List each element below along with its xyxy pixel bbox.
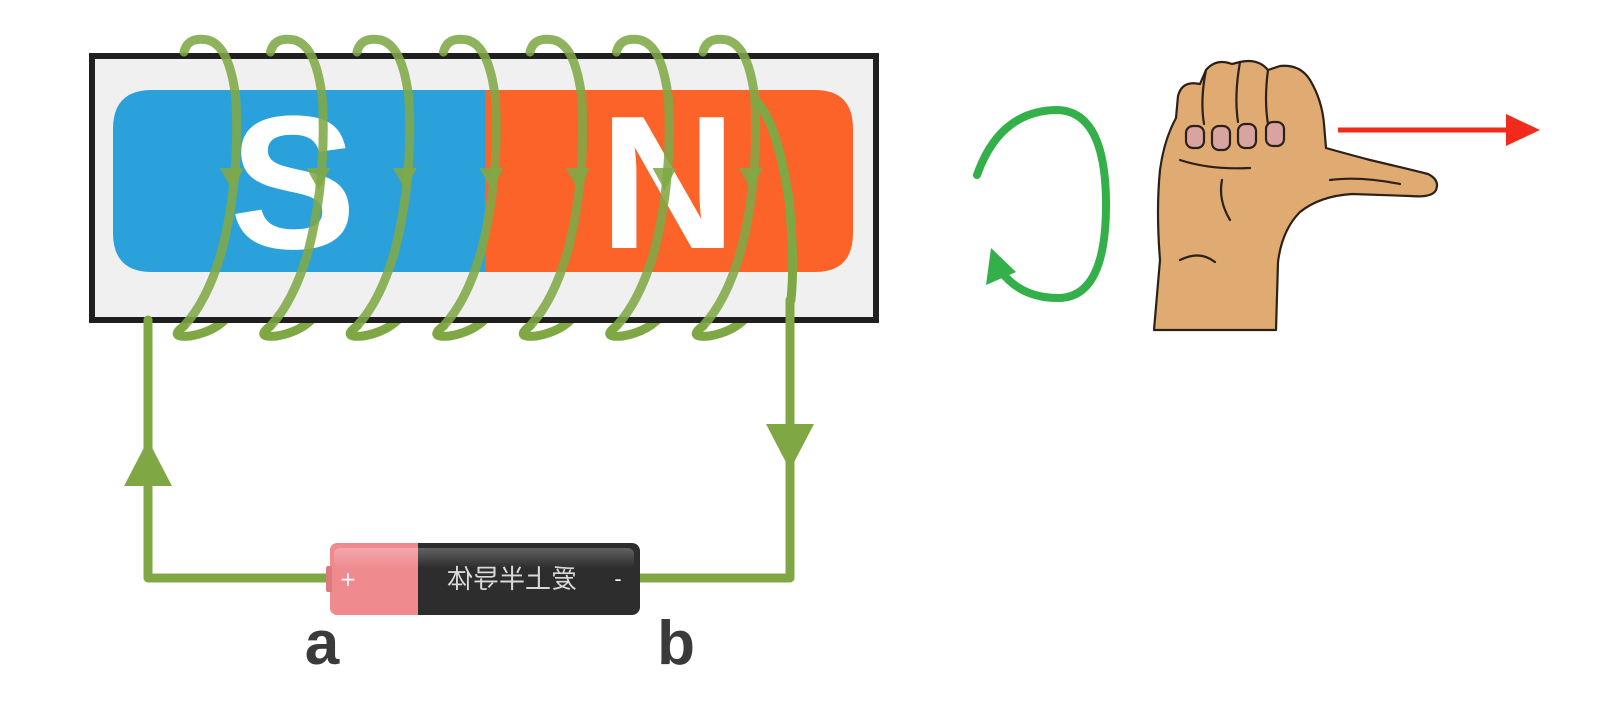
coil-loop-front (612, 34, 674, 331)
coil-current-arrow-icon (566, 168, 590, 190)
battery-label: 爱上半导体 (447, 565, 577, 595)
coil-loop-front (698, 34, 761, 331)
coil-loop-front (525, 34, 588, 331)
terminal-a-label: a (305, 609, 340, 678)
coil-loop-front (266, 34, 328, 331)
wire-arrow-up-icon (124, 440, 172, 486)
coil-back-strands (172, 295, 762, 341)
terminal-b-label: b (657, 609, 695, 678)
wire-left-segment (143, 315, 339, 583)
coil-loop-front (439, 34, 501, 331)
coil-current-arrow-icon (652, 168, 677, 190)
coil-loop-front (352, 34, 415, 331)
coil-current-arrow-icon (393, 168, 417, 190)
circuit-wire (143, 295, 795, 583)
battery-negative-sign: - (614, 567, 621, 591)
magnet-south-pole (113, 90, 485, 272)
wire-right-segment (633, 295, 795, 583)
battery-shine (334, 548, 634, 568)
coil-current-arrow-icon (739, 168, 763, 190)
coil-current-arrow-icon (479, 168, 504, 190)
field-direction-arrow-icon (1338, 114, 1540, 146)
right-hand-thumb-rule-icon (1152, 59, 1439, 332)
battery-nub (326, 566, 332, 592)
coil-front-strands (179, 34, 798, 331)
hand-palm (1152, 59, 1439, 332)
battery-positive-sign: + (340, 567, 357, 591)
coil-lead-wire (750, 95, 798, 305)
coil-current-arrow-icon (220, 168, 244, 190)
battery: + - 爱上半导体 (326, 543, 640, 615)
south-pole-label: S (230, 77, 357, 289)
wire-arrow-down-icon (766, 424, 814, 470)
coil-loop-front (179, 34, 242, 331)
counterclockwise-arrow-icon (973, 105, 1111, 303)
coil-current-arrow-icon (306, 168, 331, 190)
